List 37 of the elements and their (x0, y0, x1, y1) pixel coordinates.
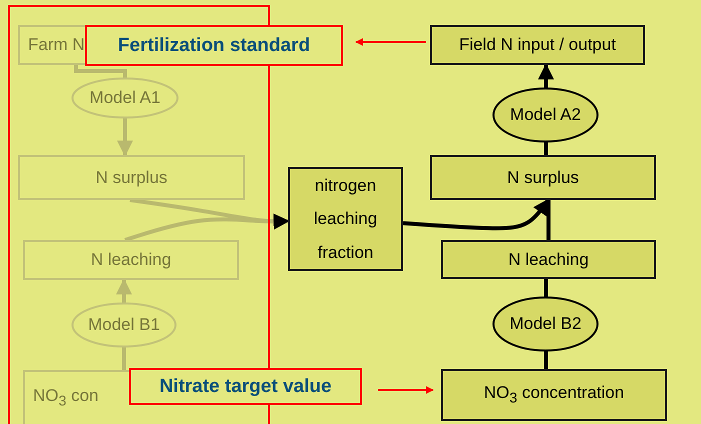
arrow (538, 63, 554, 88)
node-label: Model A2 (510, 104, 581, 126)
node-label: N surplus (507, 166, 579, 188)
connector-line (74, 65, 127, 78)
pointer-arrow (355, 38, 426, 46)
faded-process-box (23, 240, 239, 280)
node-label: NO$_{3}$ con (33, 384, 99, 412)
node-label: Farm N (28, 34, 85, 56)
arrow (124, 214, 290, 242)
process-box (441, 240, 656, 279)
arrow (116, 278, 132, 303)
pointer-arrow (378, 386, 434, 394)
callout-text: Fertilization standard (118, 34, 310, 58)
faded-process-box (23, 370, 129, 424)
faded-process-box (18, 155, 245, 200)
node-label: N surplus (96, 166, 168, 188)
faded-process-box (18, 25, 85, 65)
callout-box (129, 368, 362, 405)
node-label: nitrogen leaching fraction (312, 175, 378, 264)
callout-box (85, 25, 343, 66)
process-box (441, 369, 667, 421)
node-label: Field N input / output (459, 34, 616, 56)
node-label: Model B2 (510, 313, 582, 335)
node-label: N leaching (90, 249, 172, 271)
process-box (430, 25, 645, 65)
faded-model-ellipse (71, 302, 177, 348)
process-box (430, 155, 656, 200)
node-label: N leaching (508, 248, 589, 270)
node-label: Model A1 (90, 87, 160, 109)
faded-model-ellipse (71, 77, 179, 119)
node-label: Model B1 (88, 314, 160, 336)
process-box (288, 167, 403, 271)
arrow (117, 118, 133, 157)
node-label: NO$_{3}$ concentration (484, 382, 624, 408)
callout-text: Nitrate target value (159, 374, 332, 398)
model-ellipse (492, 296, 599, 352)
model-ellipse (492, 87, 599, 143)
